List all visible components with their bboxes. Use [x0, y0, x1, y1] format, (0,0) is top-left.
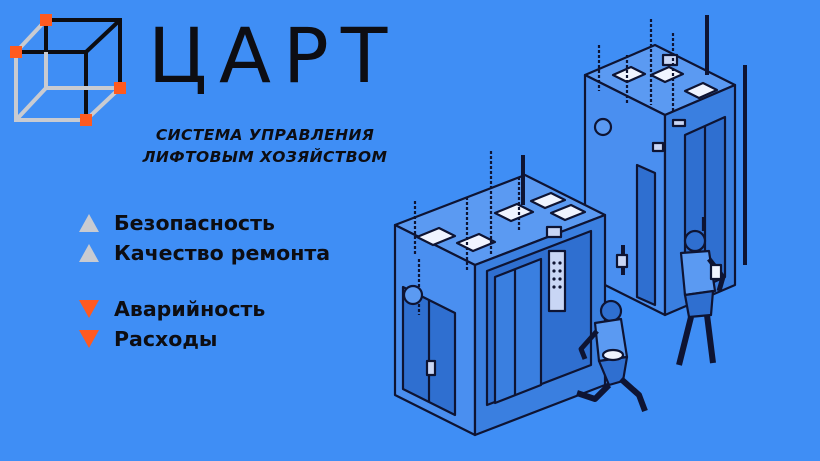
triangle-up-icon: [79, 214, 99, 232]
list-item-label: Расходы: [114, 327, 218, 351]
triangle-down-icon: [79, 330, 99, 348]
list-item-label: Качество ремонта: [114, 241, 331, 265]
triangle-down-icon: [79, 300, 99, 318]
list-item-repair-quality: Качество ремонта: [78, 238, 330, 268]
elevator-illustration: [393, 15, 747, 437]
triangle-up-icon: [79, 244, 99, 262]
person-walking-figure: [576, 299, 648, 413]
brand-name: ЦАРТ: [148, 11, 400, 100]
list-item-expenses: Расходы: [78, 324, 217, 354]
list-item-label: Безопасность: [114, 211, 275, 235]
logo-cube-icon: [10, 14, 126, 126]
list-item-label: Аварийность: [114, 297, 266, 321]
person-standing-figure: [676, 217, 726, 366]
tagline-line-1: СИСТЕМА УПРАВЛЕНИЯ: [155, 126, 375, 144]
tagline-line-2: ЛИФТОВЫМ ХОЗЯЙСТВОМ: [142, 148, 388, 166]
front-elevator-unit: [393, 151, 629, 437]
list-item-accident-rate: Аварийность: [78, 294, 265, 324]
list-item-safety: Безопасность: [78, 208, 275, 238]
tagline: СИСТЕМА УПРАВЛЕНИЯ ЛИФТОВЫМ ХОЗЯЙСТВОМ: [120, 124, 410, 168]
